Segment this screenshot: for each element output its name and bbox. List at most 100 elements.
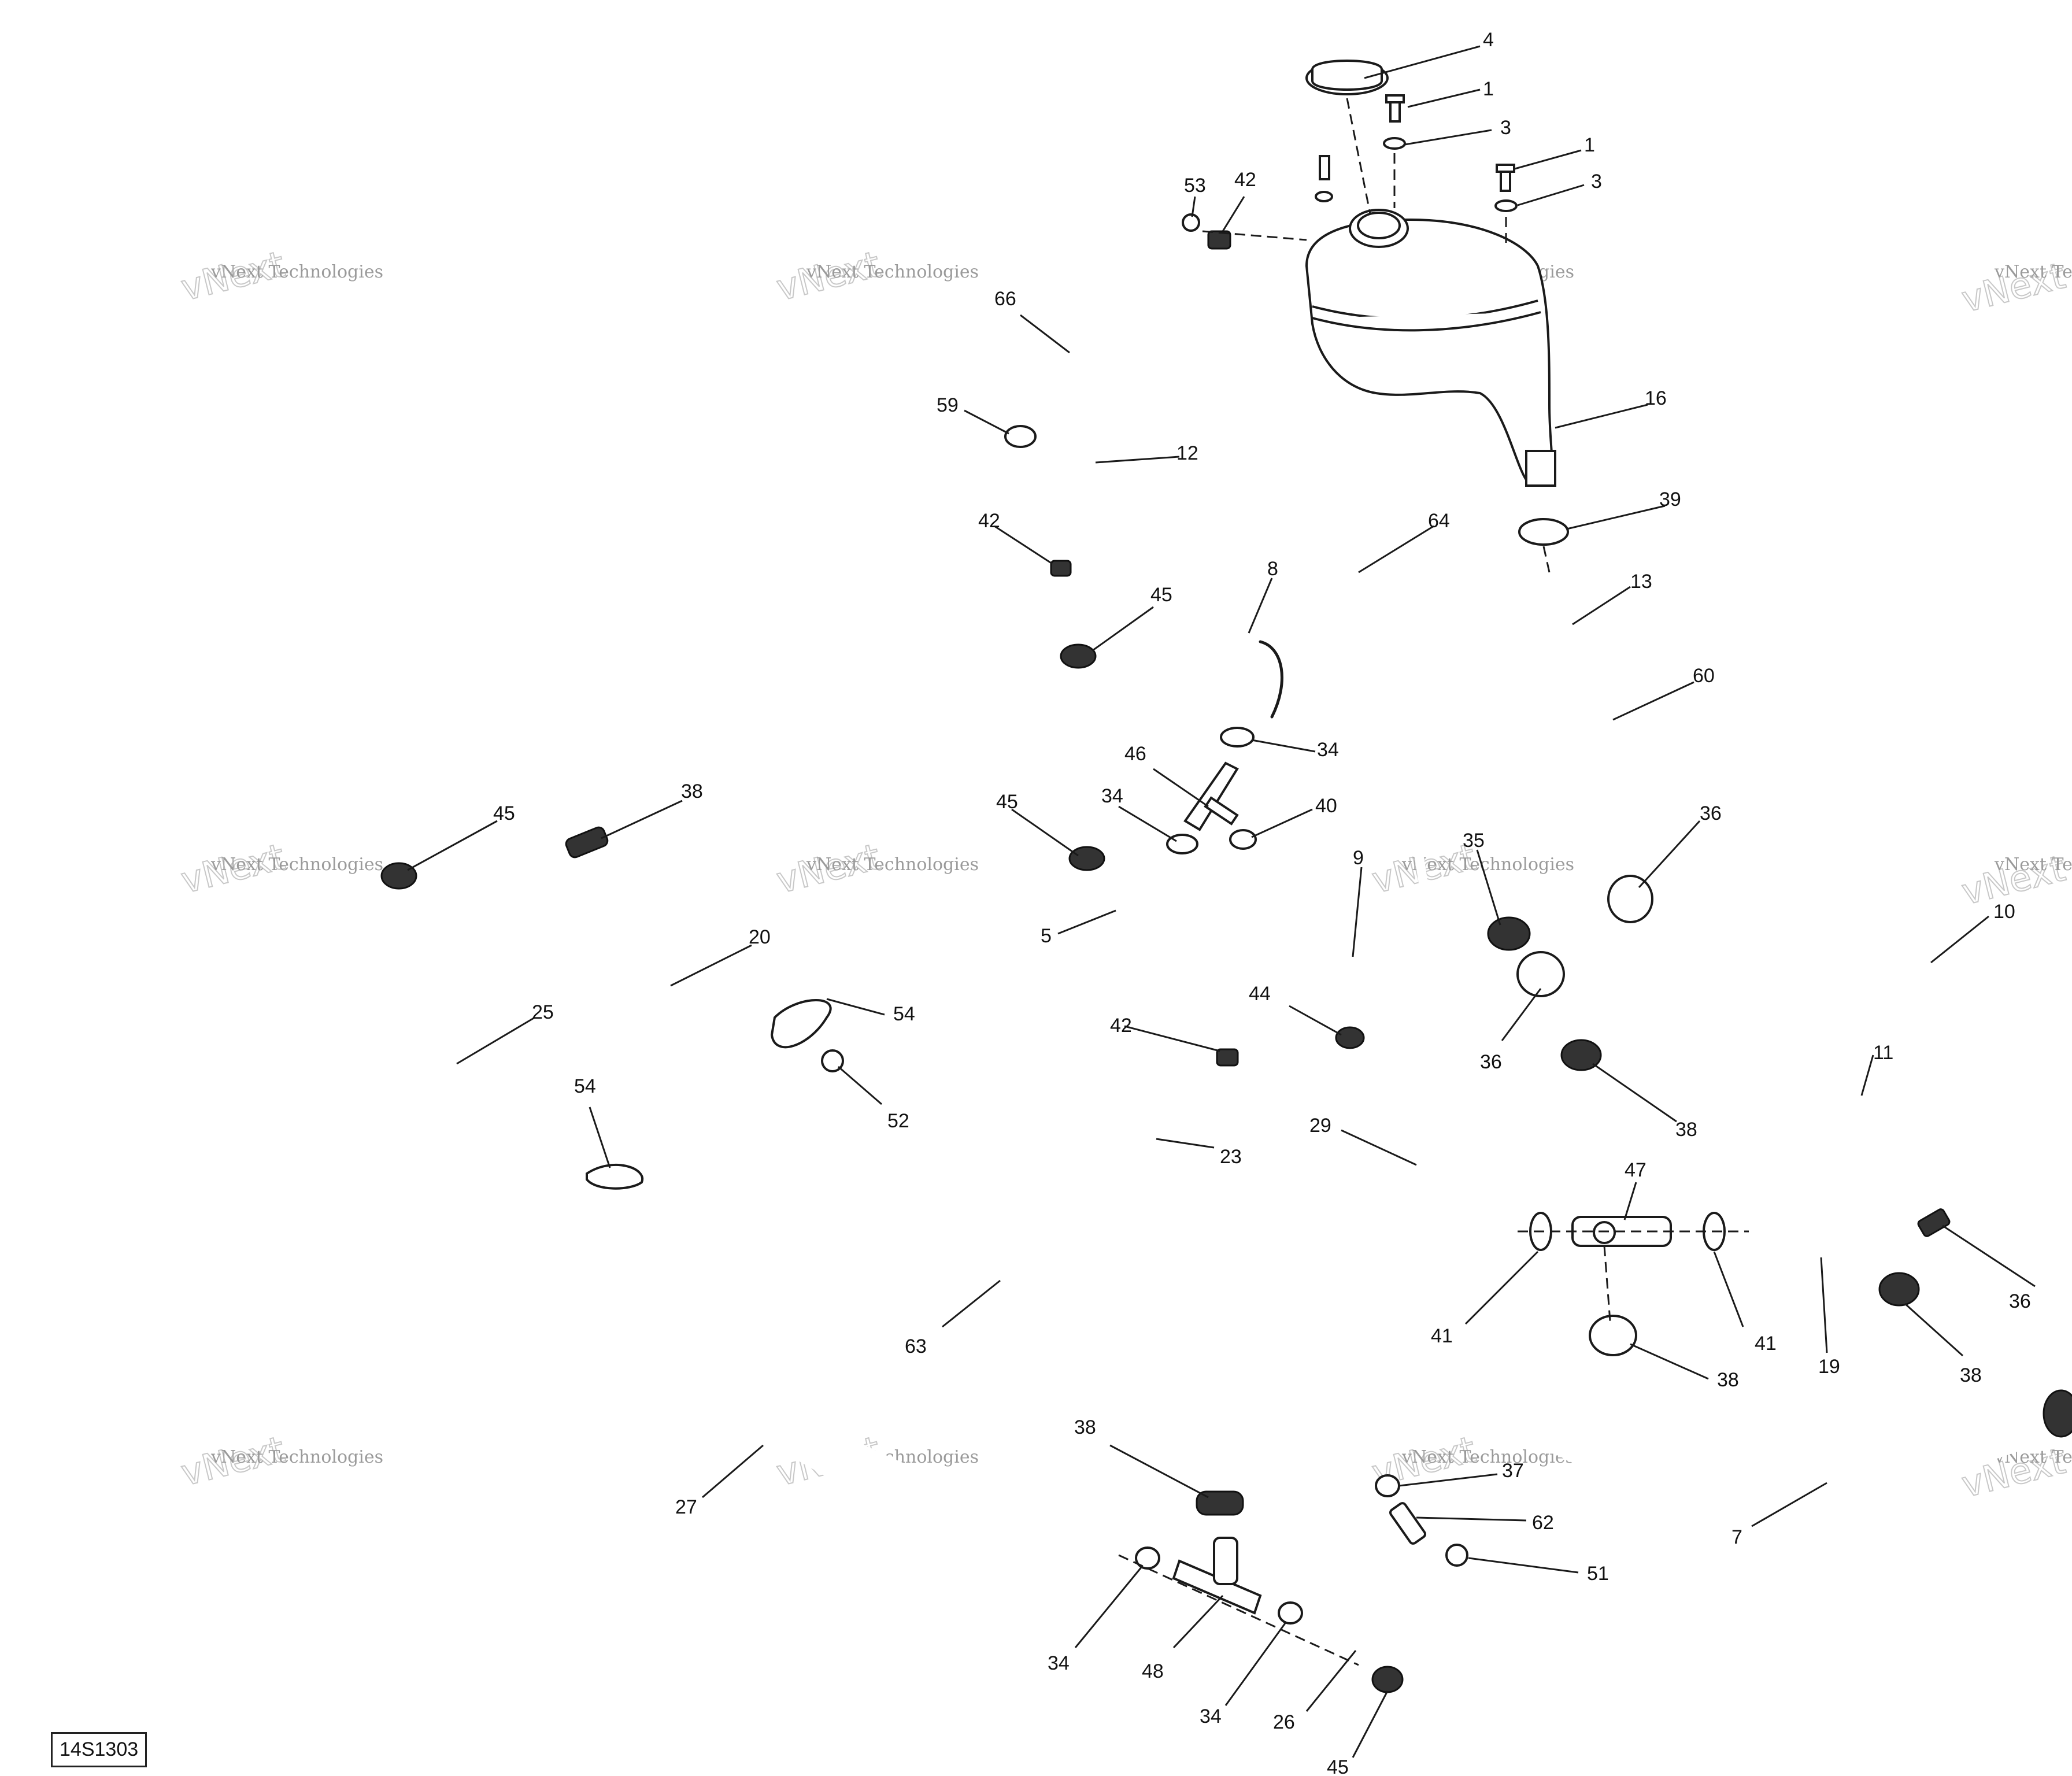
tee-46-branch <box>1204 796 1239 826</box>
hose-5 <box>1104 870 1182 930</box>
clamp-39 <box>1518 518 1569 546</box>
callout: 1 <box>1584 134 1595 156</box>
hose-11 <box>1571 982 1935 1227</box>
callout: 3 <box>1500 117 1511 139</box>
callout: 40 <box>1315 795 1337 817</box>
assembly-lines <box>1118 98 1749 1666</box>
washer <box>1315 191 1333 202</box>
callout: 54 <box>574 1075 596 1097</box>
hose-23 <box>1119 1062 1366 1476</box>
clamp-38 <box>1589 1315 1637 1356</box>
diagram-reference: 14S1303 <box>51 1732 147 1767</box>
callout: 16 <box>1645 387 1667 409</box>
callout: 34 <box>1101 785 1123 807</box>
leaders <box>407 45 2036 1758</box>
callout: 34 <box>1317 739 1339 761</box>
clamp-42 <box>1216 1048 1239 1067</box>
clamp-35 <box>1487 916 1531 951</box>
callout: 29 <box>1309 1115 1331 1137</box>
callout: 42 <box>1234 169 1256 191</box>
callout: 34 <box>1048 1652 1070 1674</box>
callout: 41 <box>1431 1325 1453 1347</box>
clamp-45 <box>1371 1666 1404 1693</box>
watermark-small: vNext Technologies <box>1994 262 2072 282</box>
callout: 44 <box>1249 983 1271 1005</box>
clamp-38 <box>565 826 609 859</box>
hose-26 <box>1322 1611 1389 1673</box>
callout: 38 <box>1675 1119 1697 1141</box>
washer <box>1383 137 1406 150</box>
watermark-small: vNext Technologies <box>1401 854 1574 875</box>
callout: 5 <box>1041 925 1052 947</box>
hose-63 <box>668 1168 1191 1302</box>
callout: 1 <box>1483 78 1494 100</box>
washer <box>1494 199 1518 212</box>
hose-66 <box>1002 222 1097 411</box>
hose-64 <box>1123 267 1433 924</box>
watermark-small: vNext Technologies <box>210 262 383 282</box>
clamp-38 <box>1560 1039 1602 1071</box>
callout: 42 <box>1110 1015 1132 1037</box>
callout: 23 <box>1220 1146 1242 1168</box>
callout: 53 <box>1184 175 1206 197</box>
callout: 46 <box>1124 743 1146 765</box>
callout: 20 <box>749 926 771 948</box>
hoses <box>404 222 2072 1673</box>
callout: 35 <box>1463 830 1485 852</box>
hose-12 <box>1062 244 1164 563</box>
callout: 26 <box>1273 1711 1295 1733</box>
clamp-36 <box>1917 1208 1951 1237</box>
callout: 36 <box>1480 1051 1502 1073</box>
clamp-36 <box>1516 951 1565 997</box>
hose-10 <box>1640 894 2072 1153</box>
callout: 48 <box>1142 1660 1164 1682</box>
cap-51 <box>1445 1544 1468 1567</box>
clamp-34 <box>1278 1601 1303 1625</box>
callout: 38 <box>681 780 703 802</box>
callout: 42 <box>978 510 1000 532</box>
clamp-45 <box>1060 643 1097 669</box>
watermarks: vNext vNext Technologies vNext vNext Tec… <box>176 242 2072 1507</box>
hose-8 <box>1117 623 1306 740</box>
callout: 11 <box>1873 1042 1893 1064</box>
callout: 10 <box>1993 901 2015 923</box>
hose-20 <box>596 874 1517 1248</box>
callout: 13 <box>1630 571 1652 593</box>
cap-52 <box>821 1049 844 1072</box>
callout: 63 <box>905 1335 927 1357</box>
tie-54 <box>770 999 832 1049</box>
screw-head <box>1385 94 1405 103</box>
clamp-42 <box>1050 560 1072 577</box>
watermark-small: vNext Technologies <box>806 262 979 282</box>
callout: 45 <box>1327 1756 1349 1776</box>
hose-29 <box>1200 1064 1555 1497</box>
clamp-45 <box>380 862 417 890</box>
clamp-36 <box>1607 875 1653 923</box>
callout: 62 <box>1532 1512 1554 1534</box>
fitting-53 <box>1182 213 1200 232</box>
callout: 3 <box>1591 171 1602 193</box>
callout: 64 <box>1428 510 1450 532</box>
clamp-59 <box>1004 425 1037 448</box>
clamp-38 <box>1878 1272 1920 1307</box>
callout: 45 <box>1150 584 1172 606</box>
watermark-small: vNext Technologies <box>210 854 383 875</box>
callouts: 4 1 3 1 3 53 42 66 59 12 42 16 39 64 13 … <box>493 29 2031 1776</box>
clamp-36 <box>2043 1389 2072 1438</box>
tie-54 <box>586 1164 644 1190</box>
callout: 9 <box>1353 847 1364 869</box>
callout: 59 <box>937 394 959 416</box>
coolant-tank <box>1305 209 1556 487</box>
callout: 47 <box>1625 1159 1646 1181</box>
small-parts <box>380 94 2072 1693</box>
watermark-small: vNext Technologies <box>1401 1447 1574 1467</box>
clamp-45 <box>1068 846 1105 871</box>
callout: 51 <box>1587 1563 1609 1585</box>
watermark-small: vNext Technologies <box>1994 854 2072 875</box>
callout: 45 <box>493 802 515 824</box>
hose-13 <box>1521 561 1633 924</box>
fitting-62 <box>1389 1502 1427 1545</box>
callout: 38 <box>1960 1364 1982 1386</box>
screw <box>1319 155 1330 180</box>
callout: 34 <box>1200 1705 1222 1727</box>
